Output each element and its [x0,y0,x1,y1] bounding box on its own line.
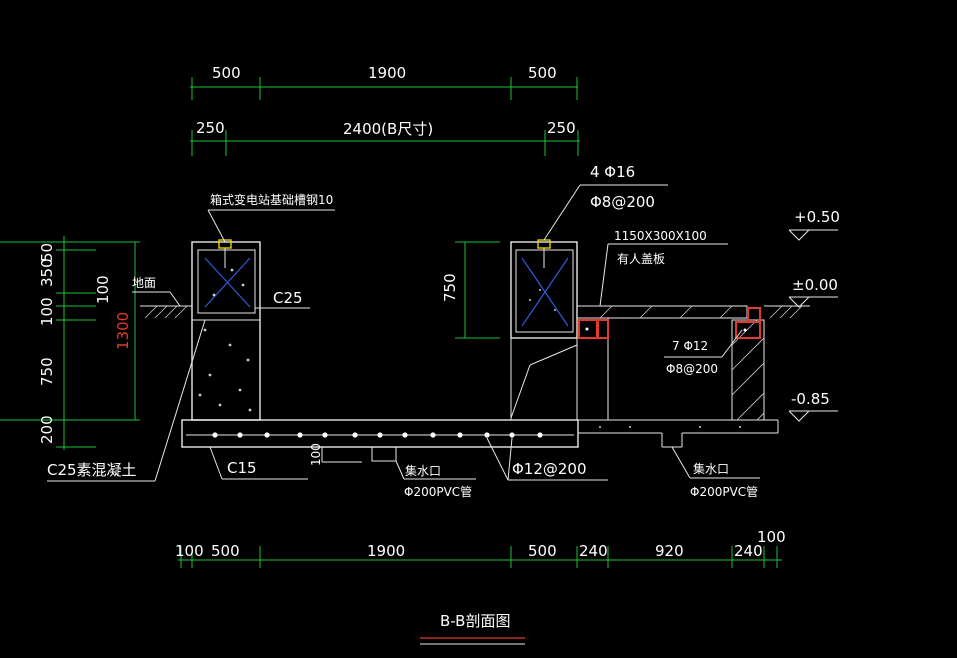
rebar-right-label: 7 Φ12 [672,339,708,353]
left-dim-350: 350 [38,258,56,287]
top-dim-250-right: 250 [547,119,576,137]
left-dim-100a: 100 [94,275,112,304]
drawing-title: B-B剖面图 [420,612,525,645]
left-dim-200: 200 [38,415,56,444]
cover-slab-and-pier [576,305,765,421]
slab-rebar-label: Φ12@200 [512,460,587,478]
top-dimension-row-2: 250 2400(B尺寸) 250 [190,119,580,156]
stirrup-top-label: Φ8@200 [590,193,655,211]
top-dim-250-left: 250 [196,119,225,137]
top-dim-1900: 1900 [368,64,406,82]
left-dimensions: 50 350 100 100 750 200 1300 [0,236,140,450]
leader-labels: 箱式变电站基础槽钢10 4 Φ16 Φ8@200 1150X300X100 有人… [47,163,760,499]
bottom-dim-920: 920 [655,542,684,560]
bottom-slab [181,419,779,462]
left-dim-100b: 100 [38,297,56,326]
drawing-title-text: B-B剖面图 [440,612,510,630]
pipe-label-1: Φ200PVC管 [404,484,472,499]
c25-label: C25 [273,289,303,307]
sump-label-1: 集水口 [405,463,441,478]
rebar-top-label: 4 Φ16 [590,163,635,181]
level-plus-050: +0.50 [794,208,840,226]
cover-name-label: 有人盖板 [617,252,665,266]
inner-dim-750: 750 [441,273,459,302]
ground-label: 地面 [132,276,156,290]
stirrup-right-label: Φ8@200 [666,362,718,376]
pipe-label-2: Φ200PVC管 [690,484,758,499]
level-minus-085: -0.85 [791,390,830,408]
bottom-dim-1900: 1900 [367,542,405,560]
pier-hatch [731,319,765,421]
top-dimension-row-1: 500 1900 500 [190,64,578,100]
slab-rebar-dots [186,426,741,438]
bottom-dim-240-left: 240 [579,542,608,560]
ground-left: 地面 [132,276,192,319]
top-dim-2400: 2400(B尺寸) [343,120,433,138]
top-dim-500-right: 500 [528,64,557,82]
right-wall [510,239,578,420]
sump-label-2: 集水口 [693,461,729,476]
ground-right [764,305,810,319]
level-marks: +0.50 ±0.00 -0.85 [788,208,840,422]
c25-plain-label: C25素混凝土 [47,461,137,479]
channel-steel-label: 箱式变电站基础槽钢10 [210,192,333,207]
dim-100-label: 100 [309,443,323,466]
left-dim-total-1300: 1300 [114,312,132,350]
bottom-dim-100-left: 100 [175,542,204,560]
top-dim-500-left: 500 [212,64,241,82]
left-dim-50: 50 [38,243,56,262]
c15-label: C15 [227,459,257,477]
bottom-dim-240-right: 240 [734,542,763,560]
bottom-dim-500-right: 500 [528,542,557,560]
bottom-dim-100-right: 100 [757,528,786,546]
level-000: ±0.00 [792,276,838,294]
cover-size-label: 1150X300X100 [614,229,707,243]
left-dim-750: 750 [38,357,56,386]
left-wall-concrete-texture [198,268,252,412]
bottom-dimensions: 100 500 1900 500 240 920 240 100 [175,528,786,568]
bottom-dim-500-left: 500 [211,542,240,560]
inner-dimension: 750 [441,241,500,339]
